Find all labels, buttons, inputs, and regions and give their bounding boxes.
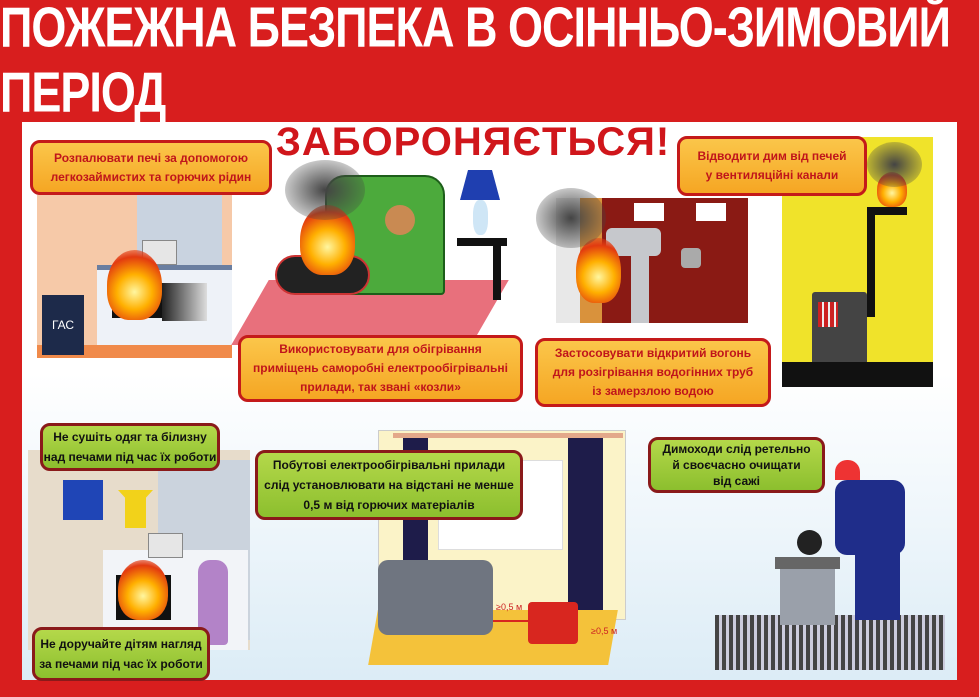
callout-line: за печами під час їх роботи [39,657,203,671]
callout-line: Розпалювати печі за допомогою [53,150,249,165]
armchair-scene [231,160,530,345]
prohibited-callout-homemade-heaters: Використовувати для обігрівання приміщен… [238,335,523,402]
stove-scene: ГАС [37,195,232,358]
callout-line: слід установлювати на відстані не менше [264,478,514,492]
callout-line: від сажі [713,474,760,488]
callout-line: для розігрівання водогінних труб [552,365,754,379]
distance-label-2: ≥0,5 м [591,626,618,636]
advice-callout-heater-distance: Побутові електрообігрівальні прилади слі… [255,450,523,520]
distance-label-1: ≥0,5 м [496,602,523,612]
callout-line: Відводити дим від печей [697,149,847,163]
callout-line: із замерзлою водою [592,384,714,398]
chimney-sweep-scene [715,455,945,670]
callout-line: прилади, так звані «козли» [300,380,461,394]
pipes-scene [536,188,748,323]
callout-line: Використовувати для обігрівання [279,342,482,356]
callout-line: Не сушіть одяг та білизну [53,430,207,444]
callout-line: й своєчасно очищати [672,458,801,472]
prohibited-callout-ventilation: Відводити дим від печей у вентиляційні к… [677,136,867,196]
callout-line: над печами під час їх роботи [43,450,217,464]
callout-line: Димоходи слід ретельно [662,442,811,456]
callout-line: Побутові електрообігрівальні прилади [272,458,506,472]
callout-line: у вентиляційні канали [705,168,839,182]
callout-line: легкозаймистих та горючих рідин [50,169,252,184]
prohibited-heading: ЗАБОРОНЯЄТЬСЯ! [275,120,671,164]
callout-line: 0,5 м від горючих матеріалів [303,498,475,512]
gas-canister: ГАС [42,295,84,355]
advice-callout-chimney-cleaning: Димоходи слід ретельно й своєчасно очища… [648,437,825,493]
prohibited-callout-open-fire-pipes: Застосовувати відкритий вогонь для розіг… [535,338,771,407]
prohibited-callout-flammable-liquids: Розпалювати печі за допомогою легкозайми… [30,140,272,195]
kitchen-scene [28,450,250,660]
advice-callout-children: Не доручайте дітям нагляд за печами під … [32,627,210,681]
callout-line: Не доручайте дітям нагляд [40,637,202,651]
poster-title: ПОЖЕЖНА БЕЗПЕКА В ОСІННЬО-ЗИМОВИЙ ПЕРІОД [0,0,951,124]
callout-line: Застосовувати відкритий вогонь [554,346,752,360]
advice-callout-drying-clothes: Не сушіть одяг та білизну над печами під… [40,423,220,471]
callout-line: приміщень саморобні електрообігрівальні [252,361,509,375]
